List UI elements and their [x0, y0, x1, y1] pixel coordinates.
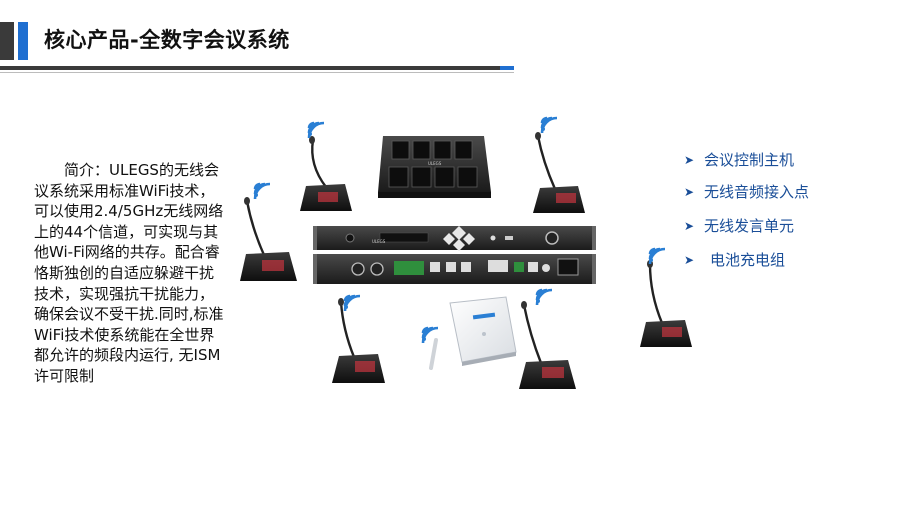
header-accent-blue — [18, 22, 28, 60]
mic-unit-4 — [332, 298, 385, 383]
chevron-right-icon: ➤ — [684, 219, 695, 233]
feature-item-host: ➤ 会议控制主机 — [684, 148, 809, 180]
mic-unit-5 — [519, 301, 576, 389]
intro-paragraph: 简介：ULEGS的无线会议系统采用标准WiFi技术，可以使用2.4/5GHz无线… — [34, 160, 226, 387]
chevron-right-icon: ➤ — [684, 253, 695, 267]
wifi-icon — [534, 288, 554, 307]
feature-label: 无线音频接入点 — [704, 183, 810, 201]
feature-label: 会议控制主机 — [704, 151, 795, 169]
feature-item-access-point: ➤ 无线音频接入点 — [684, 180, 809, 212]
intro-text: 简介：ULEGS的无线会议系统采用标准WiFi技术，可以使用2.4/5GHz无线… — [34, 161, 224, 385]
mic-unit-6 — [640, 260, 692, 347]
charger-brand: ULEGS — [428, 161, 442, 166]
wireless-access-point — [429, 296, 517, 370]
feature-list: ➤ 会议控制主机 ➤ 无线音频接入点 ➤ 无线发言单元 ➤ 电池充电组 — [684, 148, 809, 276]
wifi-icon — [539, 116, 559, 135]
chevron-right-icon: ➤ — [684, 153, 695, 167]
feature-label: 无线发言单元 — [704, 217, 795, 235]
mic-unit-1 — [300, 136, 352, 211]
mic-unit-3 — [240, 197, 297, 281]
wifi-icon — [252, 182, 272, 201]
header-rule-accent — [500, 66, 514, 70]
header-rule — [0, 66, 500, 70]
mic-unit-2 — [533, 132, 585, 213]
page-title: 核心产品-全数字会议系统 — [44, 28, 290, 52]
feature-item-speaker-unit: ➤ 无线发言单元 — [684, 214, 809, 246]
feature-item-charger: ➤ 电池充电组 — [684, 248, 809, 280]
header-accent-dark — [0, 22, 14, 60]
feature-label: 电池充电组 — [710, 251, 786, 269]
wifi-icon — [342, 294, 362, 313]
wifi-icon — [647, 247, 667, 266]
chevron-right-icon: ➤ — [684, 185, 695, 199]
header-rule-thin — [0, 72, 514, 73]
host-brand: ULEGS — [372, 239, 386, 244]
conference-host: ULEGS — [313, 226, 596, 284]
battery-charger: ULEGS — [378, 136, 491, 198]
wifi-icon — [306, 121, 326, 140]
